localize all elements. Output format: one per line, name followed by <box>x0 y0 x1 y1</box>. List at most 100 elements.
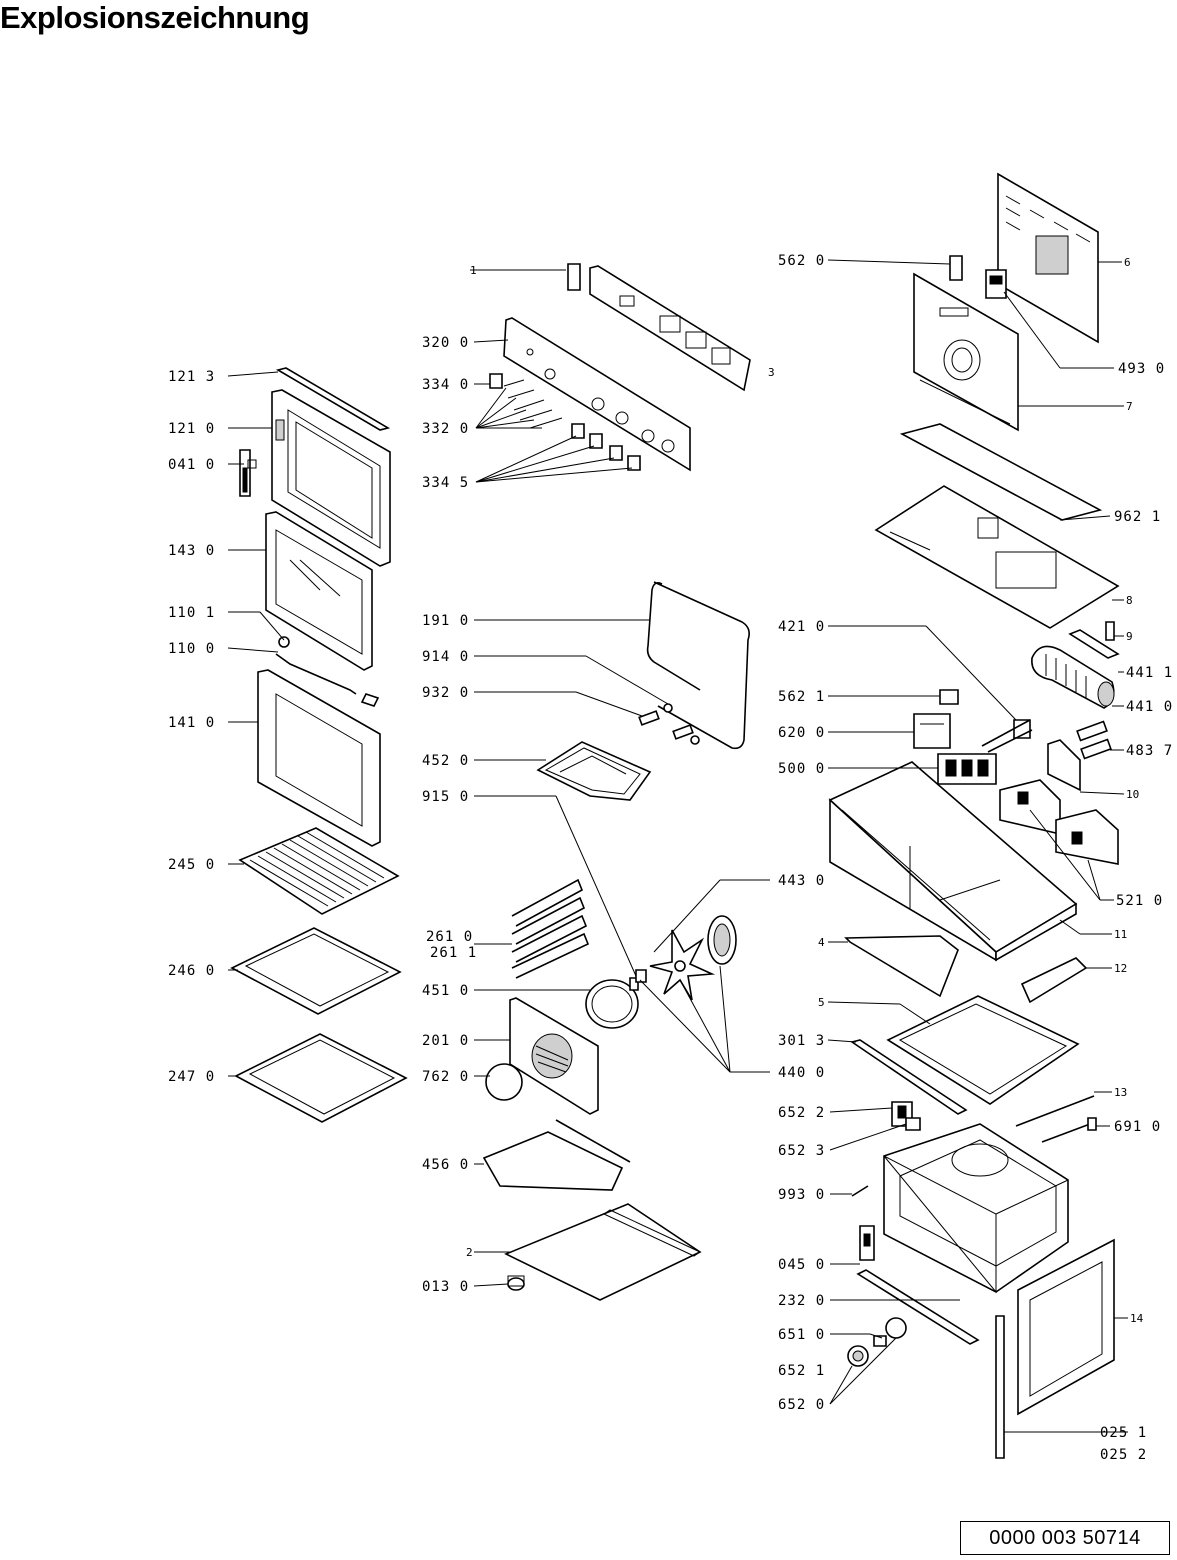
label-4510: 451 0 <box>422 983 469 999</box>
side-rail-bracket <box>1022 958 1086 1002</box>
inner-door-glass <box>266 512 372 670</box>
label-0450: 045 0 <box>778 1257 825 1273</box>
label-2010: 201 0 <box>422 1033 469 1049</box>
deep-baking-pan <box>236 1034 406 1122</box>
side-panel <box>1018 1240 1114 1414</box>
selector-switch <box>938 754 996 784</box>
label-n12: 12 <box>1114 962 1127 975</box>
terminal-block <box>914 714 950 748</box>
label-1910: 191 0 <box>422 613 469 629</box>
control-panel <box>504 318 690 470</box>
label-6200: 620 0 <box>778 725 825 741</box>
label-4837: 483 7 <box>1126 743 1173 759</box>
label-6520: 652 0 <box>778 1397 825 1413</box>
air-duct <box>846 936 958 996</box>
label-3013: 301 3 <box>778 1033 825 1049</box>
label-6910: 691 0 <box>1114 1119 1161 1135</box>
label-9930: 993 0 <box>778 1187 825 1203</box>
document-code-box: 0000 003 50714 <box>960 1521 1170 1555</box>
outer-door-glass <box>258 670 380 846</box>
fan-grille-strip <box>1070 630 1118 658</box>
control-bracket <box>568 264 580 290</box>
label-3340: 334 0 <box>422 377 469 393</box>
label-n2: 2 <box>466 1246 473 1259</box>
label-4210: 421 0 <box>778 619 825 635</box>
door-top-profile <box>278 368 388 430</box>
label-5621: 562 1 <box>778 689 825 705</box>
label-n7: 7 <box>1126 400 1133 413</box>
label-6510: 651 0 <box>778 1327 825 1343</box>
fan-cover <box>510 998 598 1114</box>
label-1410: 141 0 <box>168 715 215 731</box>
back-wall-panel <box>914 274 1018 430</box>
fan-wheel <box>636 930 712 1000</box>
label-2320: 232 0 <box>778 1293 825 1309</box>
outer-door-frame <box>272 390 390 566</box>
lamp-socket <box>639 711 693 739</box>
label-9621: 962 1 <box>1114 509 1161 525</box>
label-5000: 500 0 <box>778 761 825 777</box>
knob-holders <box>572 424 640 470</box>
fan-motor <box>708 916 736 964</box>
top-cover-plate <box>876 486 1118 628</box>
label-4520: 452 0 <box>422 753 469 769</box>
shelf-supports <box>512 880 588 978</box>
thermostat <box>982 720 1032 752</box>
base-rail <box>852 1040 966 1114</box>
label-9140: 914 0 <box>422 649 469 665</box>
insulation-mat <box>902 424 1100 520</box>
label-0251: 025 1 <box>1100 1425 1147 1441</box>
label-n14: 14 <box>1130 1312 1144 1325</box>
oven-gasket <box>648 582 750 748</box>
hinge-rod <box>1042 1118 1096 1142</box>
label-6523: 652 3 <box>778 1143 825 1159</box>
door-hinge <box>240 450 256 496</box>
label-6522: 652 2 <box>778 1105 825 1121</box>
oven-bottom-plate <box>506 1204 700 1300</box>
label-0130: 013 0 <box>422 1279 469 1295</box>
label-4400: 440 0 <box>778 1065 825 1081</box>
rear-panel-cover <box>486 1064 522 1100</box>
label-1213: 121 3 <box>168 369 215 385</box>
label-n6: 6 <box>1124 256 1131 269</box>
lamp-assembly <box>848 1318 906 1366</box>
baking-tray <box>232 928 400 1014</box>
label-4411: 441 1 <box>1126 665 1173 681</box>
label-2610: 261 0 <box>426 929 473 945</box>
label-n11: 11 <box>1114 928 1127 941</box>
control-circuit-board <box>590 266 750 390</box>
label-2450: 245 0 <box>168 857 215 873</box>
label-n1: 1 <box>470 264 477 277</box>
front-bottom-frame <box>858 1270 978 1344</box>
outer-casing <box>830 762 1076 960</box>
label-1101: 110 1 <box>168 605 215 621</box>
switch-bracket <box>940 690 958 704</box>
label-2611: 261 1 <box>430 945 477 961</box>
label-3200: 320 0 <box>422 335 469 351</box>
label-2470: 247 0 <box>168 1069 215 1085</box>
back-cover-panel <box>998 174 1098 342</box>
part-labels: 121 3 121 0 041 0 143 0 110 1 110 0 141 … <box>168 253 1173 1463</box>
oven-cavity <box>884 1124 1068 1292</box>
label-5620: 562 0 <box>778 253 825 269</box>
label-3345: 334 5 <box>422 475 469 491</box>
label-0252: 025 2 <box>1100 1447 1147 1463</box>
door-latch <box>860 1226 874 1260</box>
small-bracket <box>1106 622 1114 640</box>
label-n5: 5 <box>818 996 825 1009</box>
label-3320: 332 0 <box>422 421 469 437</box>
page-title: Explosionszeichnung <box>0 0 310 35</box>
oven-rack <box>240 828 398 914</box>
button-springs <box>504 380 562 428</box>
rear-bracket <box>950 256 962 280</box>
energy-regulator <box>1000 780 1118 864</box>
label-n9: 9 <box>1126 630 1133 643</box>
label-4410: 441 0 <box>1126 699 1173 715</box>
label-7620: 762 0 <box>422 1069 469 1085</box>
circular-heating-element <box>586 978 638 1028</box>
side-rod <box>1016 1096 1094 1126</box>
screw <box>852 1186 868 1196</box>
label-9150: 915 0 <box>422 789 469 805</box>
glass-clip <box>276 637 378 706</box>
